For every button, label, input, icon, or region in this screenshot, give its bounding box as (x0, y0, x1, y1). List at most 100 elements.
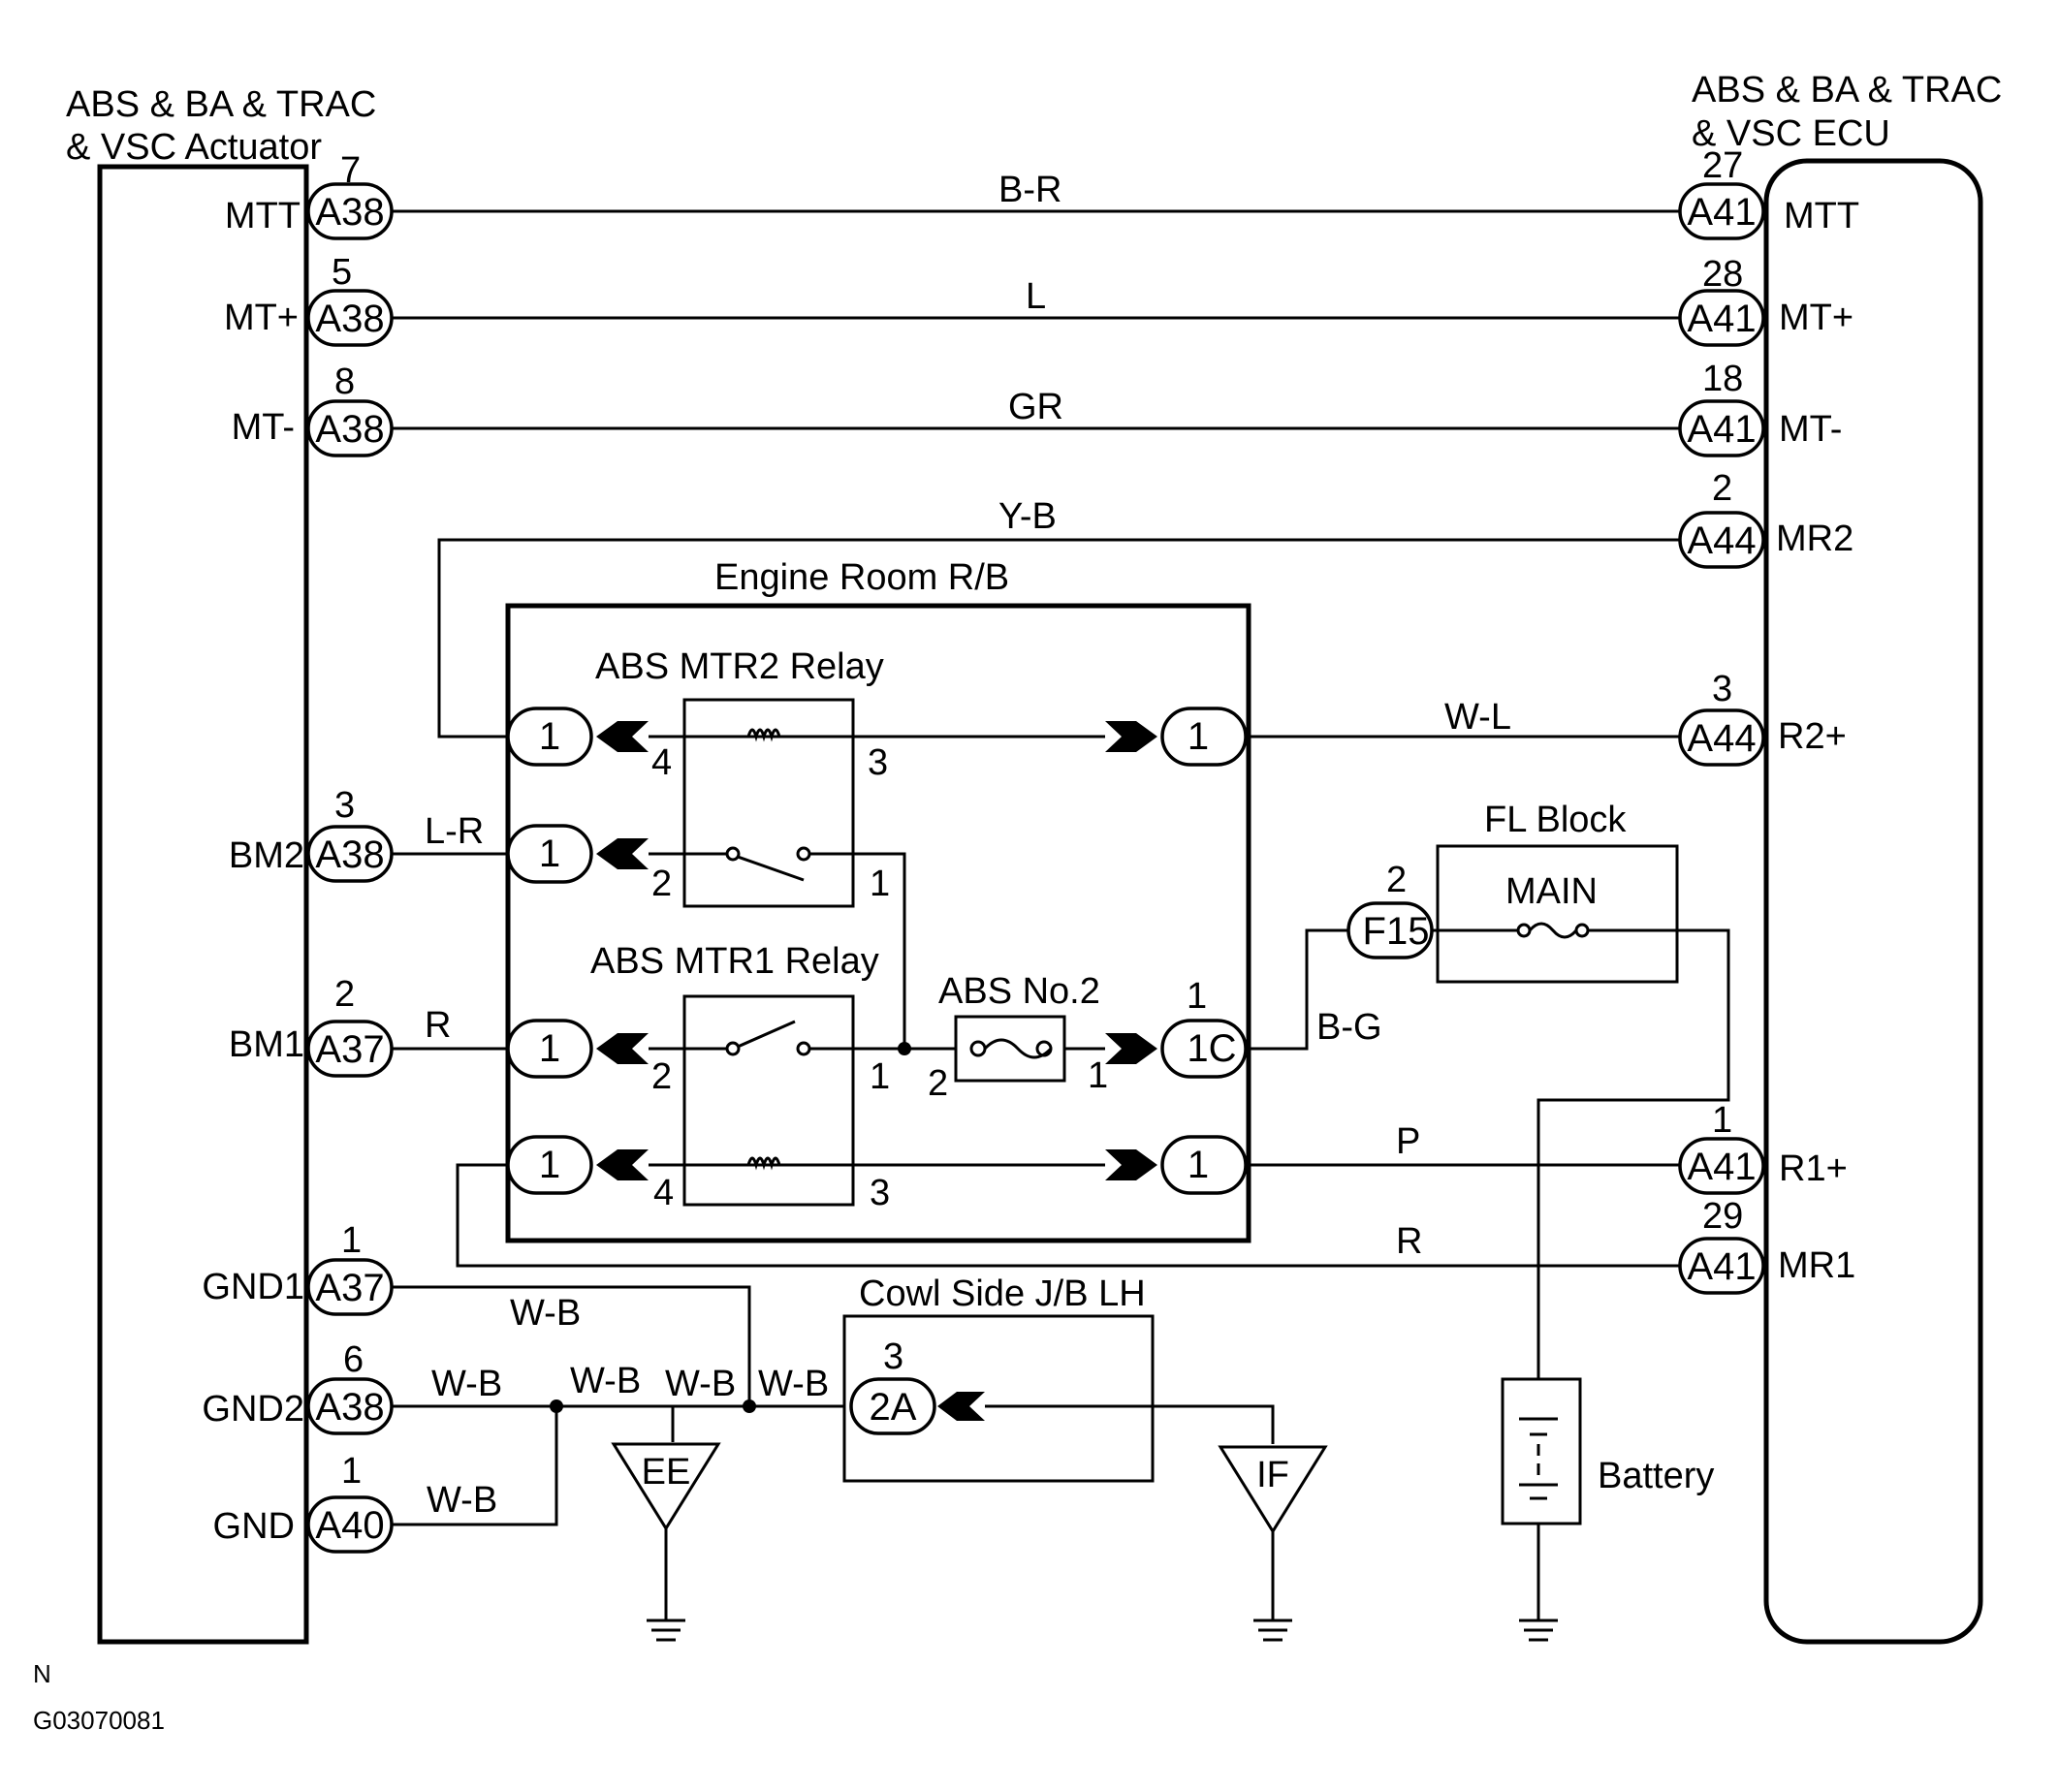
actuator-title-1: ABS & BA & TRAC (66, 84, 376, 125)
connector-id: A41 (1687, 1146, 1756, 1188)
connector-id: A38 (315, 833, 384, 876)
left-terminal-bm1: 2 BM1 A37 (229, 974, 394, 1078)
left-terminal-name: MTT (225, 196, 301, 236)
connector-id: A41 (1687, 408, 1756, 451)
left-pin-number: 1 (341, 1451, 362, 1492)
cowl-connector (849, 1377, 936, 1435)
right-terminal-mr2: 2 A44 MR2 (1678, 468, 1853, 569)
left-terminal-mtplus: 5 MT+ A38 (224, 252, 394, 347)
fl-wire-out (1536, 928, 1730, 1379)
rb-connector-1c-pin: 1 (1187, 976, 1207, 1017)
left-terminal-name: BM2 (229, 835, 304, 876)
fuse-abs2-end-a (969, 1040, 987, 1057)
arrow-left-4 (596, 1149, 649, 1180)
fuse-abs2-pin-2: 2 (928, 1063, 948, 1104)
wire-color-gnd1: W-B (510, 1293, 581, 1334)
fl-main-end-a (1516, 923, 1532, 938)
right-pin-number: 1 (1712, 1100, 1732, 1141)
left-terminal-name: MT+ (224, 298, 299, 338)
left-pin-number: 8 (334, 362, 355, 402)
battery-label: Battery (1598, 1456, 1714, 1496)
ground-if-label: IF (1256, 1455, 1289, 1495)
fl-block-title: FL Block (1484, 800, 1627, 840)
fl-block-main: MAIN (1505, 871, 1598, 912)
cowl-connector-pin: 3 (883, 1336, 903, 1377)
right-terminal-mtminus: 18 A41 MT- (1678, 359, 1842, 457)
right-terminal-mr1: 29 A41 MR1 (1678, 1196, 1855, 1295)
wire-mr1 (456, 1163, 1680, 1268)
right-terminal-mtplus: 28 A41 MT+ (1678, 254, 1853, 347)
wire-gnd (392, 1406, 558, 1526)
relay-mtr1-title: ABS MTR1 Relay (590, 941, 879, 982)
right-terminal-name: MT+ (1779, 298, 1853, 338)
left-terminal-mtminus: 8 MT- A38 (232, 362, 394, 457)
connector-id: A44 (1687, 519, 1756, 562)
relay1-pin-3: 3 (870, 1173, 890, 1213)
fl-main-element (1528, 922, 1578, 939)
relay1-contact-a (725, 1041, 741, 1056)
cowl-jb-title: Cowl Side J/B LH (859, 1273, 1146, 1314)
junction-relay (898, 1042, 911, 1055)
fl-connector-id: F15 (1363, 910, 1430, 953)
right-terminal-name: R1+ (1779, 1148, 1848, 1189)
ground-ee-label: EE (642, 1452, 691, 1493)
right-pin-number: 18 (1702, 359, 1743, 399)
left-terminal-gnd: 1 GND A40 (213, 1451, 394, 1554)
actuator-title-2: & VSC Actuator (66, 127, 322, 168)
wire-color-cowl: W-B (758, 1364, 829, 1404)
wire-color-mtminus: GR (1008, 387, 1063, 427)
rb-connector-1 (506, 707, 593, 767)
cowl-arrow (937, 1392, 985, 1421)
wire-color-bm2: L-R (425, 811, 484, 852)
wire-mr2 (437, 538, 1680, 739)
left-terminal-name: MT- (232, 407, 295, 448)
connector-id: A38 (315, 298, 384, 340)
wire-color-ee-left: W-B (570, 1361, 641, 1401)
wire-color-mtplus: L (1026, 276, 1046, 317)
left-terminal-name: GND1 (202, 1267, 304, 1307)
wire-color-mr1: R (1396, 1221, 1422, 1262)
actuator-box (97, 164, 309, 1645)
wire-gnd1 (392, 1285, 751, 1406)
right-terminal-name: MR2 (1776, 519, 1853, 559)
wire-bg (1246, 928, 1348, 1051)
ground-ee-triangle (611, 1442, 721, 1531)
relay2-pin-2: 2 (651, 864, 672, 904)
connector-id: A37 (315, 1267, 384, 1309)
right-pin-number: 29 (1702, 1196, 1743, 1237)
left-terminal-mtt: 7 MTT A38 (225, 150, 394, 240)
fuse-abs2-end-b (1035, 1040, 1053, 1057)
right-terminal-name: MT- (1779, 409, 1842, 450)
relay2-contact-b (796, 846, 811, 862)
arrow-right-1c (1105, 1033, 1157, 1064)
right-terminal-mtt: 27 A41 MTT (1678, 145, 1859, 240)
fuse-abs2-pin-1: 1 (1088, 1055, 1108, 1096)
ecu-title-1: ABS & BA & TRAC (1692, 70, 2002, 110)
wire-color-ee-right: W-B (665, 1364, 736, 1404)
wire-ee (671, 1404, 704, 1442)
arrow-left-3 (596, 1033, 649, 1064)
left-pin-number: 2 (334, 974, 355, 1015)
relay-mtr2-box (682, 698, 855, 908)
footer-letter: N (33, 1659, 51, 1688)
relay2-pin-1: 1 (870, 864, 890, 904)
left-terminal-name: GND2 (202, 1389, 304, 1430)
arrow-right-6 (1105, 1149, 1157, 1180)
battery-box (1501, 1377, 1582, 1525)
connector-id: A44 (1687, 717, 1756, 760)
wire-color-r2plus: W-L (1444, 697, 1511, 738)
relay2-coil (746, 728, 781, 742)
connector-id: A41 (1687, 298, 1756, 340)
cowl-wire (985, 1404, 1275, 1444)
relay2-switch-arm (737, 855, 805, 882)
connector-id: A40 (315, 1504, 384, 1547)
ecu-title-2: & VSC ECU (1692, 113, 1890, 154)
rb-connector-2-pin: 1 (539, 833, 560, 875)
wire-color-gnd: W-B (427, 1480, 497, 1521)
right-pin-number: 3 (1712, 669, 1732, 709)
right-pin-number: 28 (1702, 254, 1743, 295)
rb-connector-1c-label: 1C (1187, 1027, 1236, 1070)
cowl-jb-box (842, 1314, 1155, 1483)
connector-id: A41 (1687, 191, 1756, 234)
